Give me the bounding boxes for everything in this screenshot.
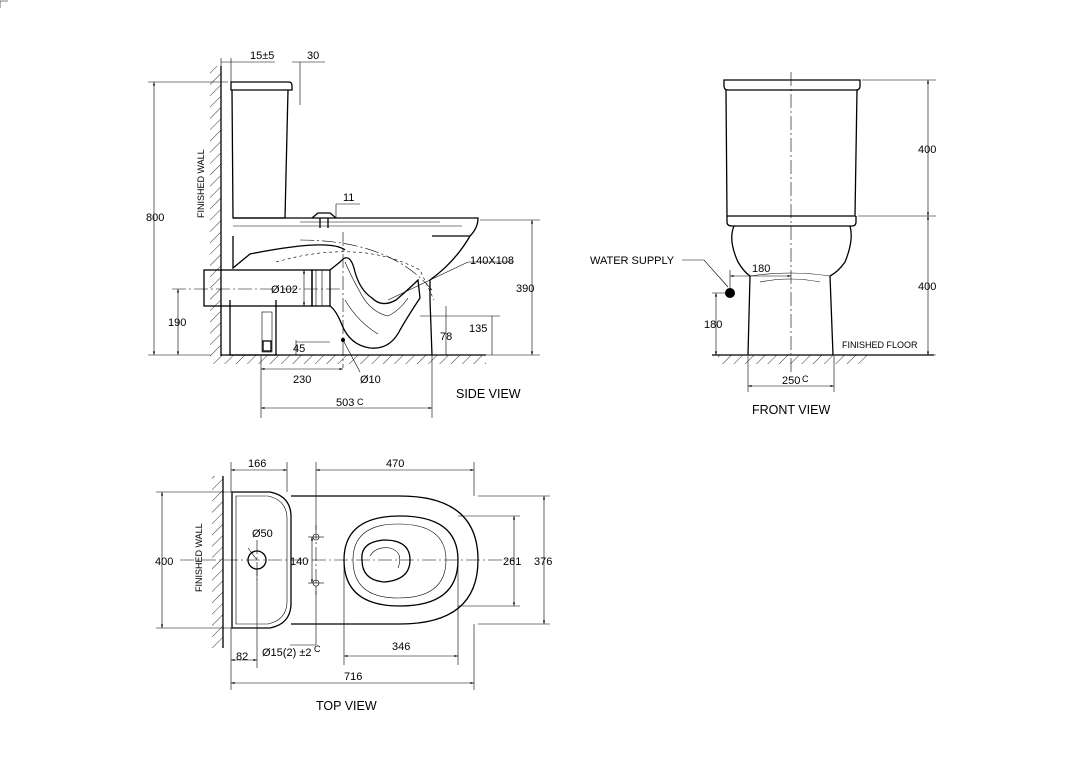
top-dim-470: 470 [386, 458, 404, 470]
front-view-title: FRONT VIEW [752, 403, 830, 417]
top-dim-140: 140 [290, 556, 308, 568]
water-supply-leader [682, 259, 729, 288]
front-dim-400-top: 400 [918, 144, 936, 156]
top-dim-400: 400 [155, 556, 173, 568]
dim-45: 45 [293, 343, 305, 355]
tank-body [231, 89, 289, 219]
top-dim-376: 376 [534, 556, 552, 568]
bowl-back [232, 236, 346, 270]
side-view-title: SIDE VIEW [456, 387, 521, 401]
top-dim-166: 166 [248, 458, 266, 470]
front-bowl-left [731, 225, 751, 356]
top-wall-hatch [212, 476, 223, 648]
tank-lid [230, 81, 293, 91]
top-view: 166 470 Ø50 400 140 261 376 82 [155, 458, 552, 713]
front-floor-hatch [718, 355, 868, 364]
dim-503: 503 [336, 397, 354, 409]
dim-78: 78 [440, 331, 452, 343]
trapway [329, 257, 421, 349]
top-seat [343, 515, 459, 607]
front-tank-lid [723, 79, 861, 91]
front-seat [726, 216, 857, 227]
flush-valve [311, 212, 337, 219]
side-view: 15±5 30 800 11 390 140X108 Ø102 190 135 [146, 50, 540, 418]
dim-10: Ø10 [360, 374, 381, 386]
bowl-rim [233, 217, 479, 237]
sheet-corner-mark [0, 0, 8, 8]
front-dim-250: 250 [782, 375, 800, 387]
dim-800: 800 [146, 212, 164, 224]
front-dim-250-c: C [802, 374, 809, 384]
front-dim-180-vertical: 180 [704, 319, 722, 331]
pedestal-back [229, 300, 277, 356]
front-dim-180-horizontal: 180 [752, 263, 770, 275]
top-water-area [361, 539, 411, 583]
top-dim-15-c: C [314, 644, 321, 654]
finished-wall-label-top: FINISHED WALL [194, 523, 204, 592]
front-tank [725, 89, 858, 217]
dim-503-c: C [357, 397, 364, 407]
dim-135: 135 [469, 323, 487, 335]
dim-15pm5: 15±5 [250, 50, 274, 62]
finished-wall-label-side: FINISHED WALL [196, 149, 206, 218]
top-dim-346: 346 [392, 641, 410, 653]
top-dim-716: 716 [344, 671, 362, 683]
dim-102: Ø102 [271, 284, 298, 296]
top-dim-82: 82 [236, 651, 248, 663]
dim-30: 30 [307, 50, 319, 62]
finished-floor-label: FINISHED FLOOR [842, 340, 918, 350]
top-dim-50: Ø50 [252, 528, 273, 540]
dim-190: 190 [168, 317, 186, 329]
floor-hatch [210, 355, 486, 364]
dim-11: 11 [343, 192, 354, 204]
front-dim-400-bottom: 400 [918, 281, 936, 293]
dim-140x108: 140X108 [470, 255, 514, 267]
top-dim-261: 261 [503, 556, 521, 568]
wall-hatch [210, 66, 221, 356]
front-view: 400 400 WATER SUPPLY 180 180 250 C FINIS… [590, 72, 936, 417]
dim-230: 230 [293, 374, 311, 386]
top-dim-15: Ø15(2) ±2 [262, 647, 311, 659]
water-supply-label: WATER SUPPLY [590, 255, 675, 267]
front-bowl-right [829, 225, 852, 356]
top-view-title: TOP VIEW [316, 699, 377, 713]
dim-390: 390 [516, 283, 534, 295]
top-tank [231, 491, 292, 629]
